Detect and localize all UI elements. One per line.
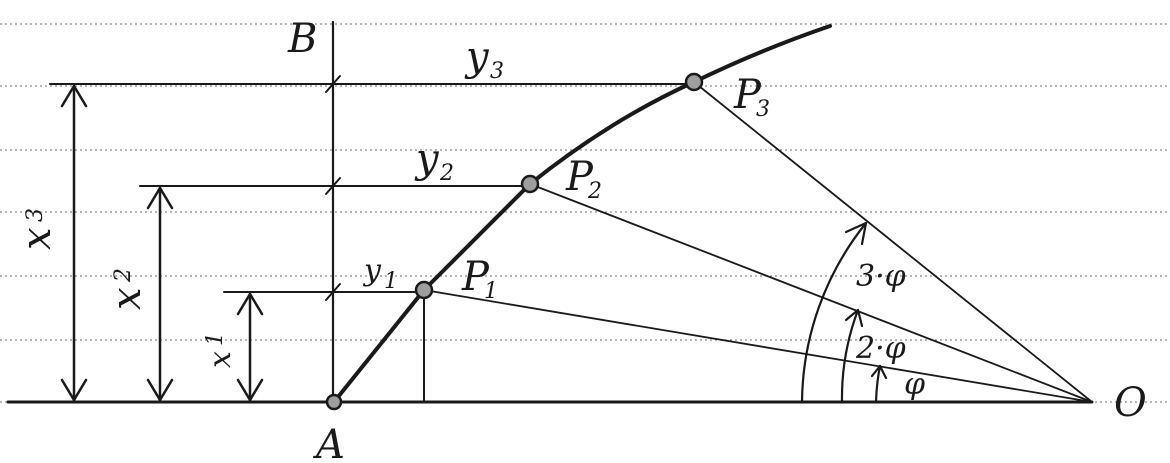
label-p2: P <box>565 154 594 200</box>
dimension-x2 <box>146 186 174 402</box>
label-y3: y <box>464 34 490 80</box>
label-y3-sub: 3 <box>490 59 504 84</box>
angle-arc-phi-arrow <box>870 364 888 380</box>
point-p2 <box>520 174 540 194</box>
point-p1 <box>414 280 434 300</box>
label-p2-sub: 2 <box>587 179 602 204</box>
angle-arc-2phi-arrow <box>844 308 864 328</box>
label-x2-sub: 2 <box>111 268 136 283</box>
label-o: O <box>1114 380 1147 426</box>
label-y1-sub: 1 <box>384 269 398 294</box>
angle-arc-2phi <box>840 308 860 404</box>
label-p1-sub: 1 <box>484 279 498 304</box>
ray-o-p3 <box>693 81 1093 403</box>
label-angle-3phi: 3·φ <box>856 259 906 294</box>
point-p3 <box>684 72 704 92</box>
point-a <box>325 393 343 411</box>
label-p3: P <box>733 72 762 118</box>
label-y1: y <box>362 253 382 288</box>
label-x3: x <box>14 227 60 250</box>
ray-o-p2 <box>529 183 1093 403</box>
label-angle-phi: φ <box>904 367 925 402</box>
label-y2: y <box>414 136 440 182</box>
label-x3-sub: 3 <box>23 208 48 222</box>
label-p1: P <box>461 254 490 300</box>
label-b: B <box>287 16 317 62</box>
label-a: A <box>312 422 345 463</box>
ray-o-p1 <box>423 289 1093 403</box>
label-x1-sub: 1 <box>203 332 228 346</box>
label-p3-sub: 3 <box>756 97 770 122</box>
label-x2: x <box>104 287 150 310</box>
axis-ticks <box>325 75 341 301</box>
label-y2-sub: 2 <box>439 161 454 186</box>
label-x1: x <box>203 351 238 368</box>
dimension-x1 <box>236 292 264 402</box>
angle-arc-3phi <box>800 221 868 404</box>
angle-arc-3phi-arrow <box>844 221 868 246</box>
dimension-x3 <box>60 84 88 402</box>
ruled-lines <box>0 23 1170 403</box>
label-angle-2phi: 2·φ <box>855 331 906 366</box>
